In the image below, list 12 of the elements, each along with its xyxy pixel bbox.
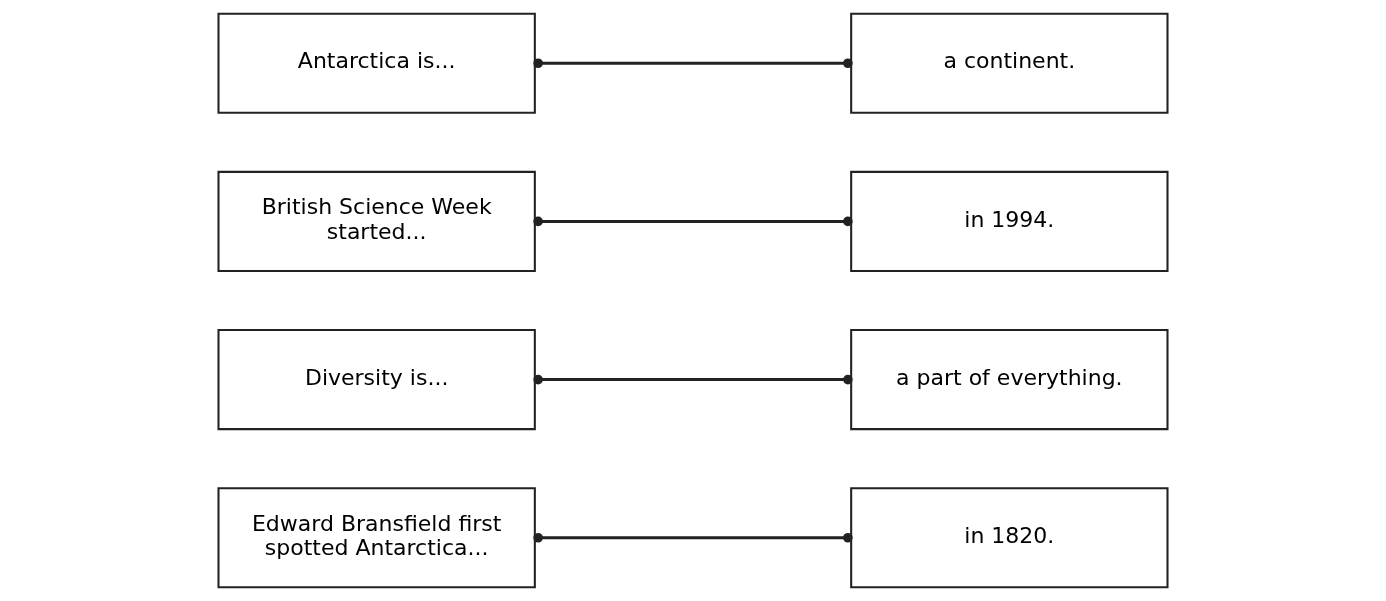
- connector: [533, 532, 853, 543]
- connector: [533, 374, 853, 385]
- node-box: a part of everything.: [850, 329, 1169, 431]
- node-box: Antarctica is...: [217, 12, 536, 114]
- node-box: a continent.: [850, 12, 1169, 114]
- node-box: Diversity is...: [217, 329, 536, 431]
- connector: [533, 216, 853, 227]
- node-box: Edward Bransfield first spotted Antarctica...: [217, 487, 536, 589]
- node-box: in 1994.: [850, 170, 1169, 272]
- node-box: in 1820.: [850, 487, 1169, 589]
- connector: [533, 58, 853, 69]
- node-box: British Science Week started...: [217, 170, 536, 272]
